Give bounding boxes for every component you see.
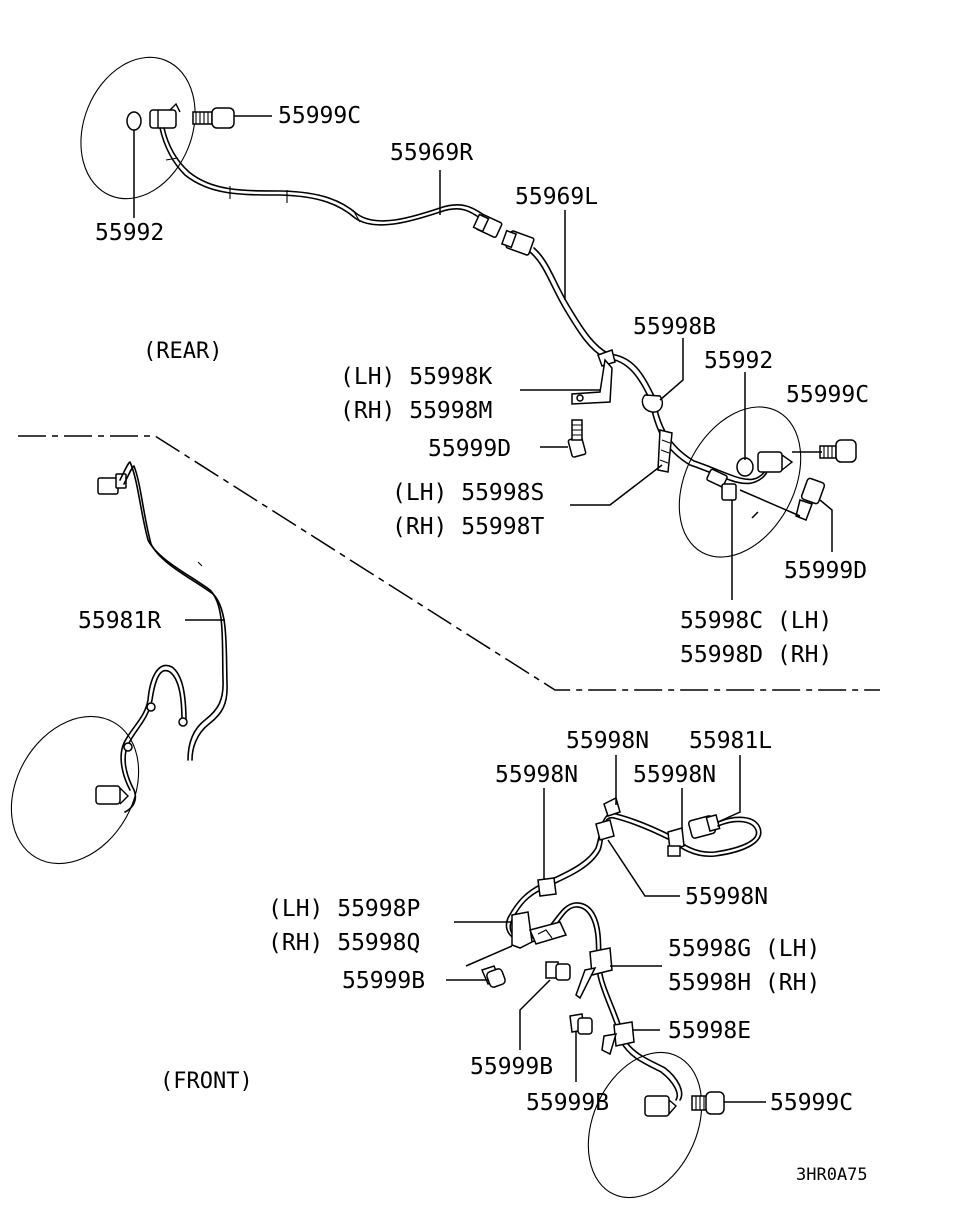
label-55999C-rear-right: 55999C	[786, 382, 869, 408]
bracket-55998P	[511, 911, 568, 949]
rear-right-oring	[736, 457, 754, 477]
label-55998B: 55998B	[633, 314, 716, 340]
label-55998M: (RH) 55998M	[340, 398, 492, 424]
label-55998N-right: 55998N	[633, 762, 716, 788]
bolt-55999B-mid	[545, 961, 571, 981]
label-55981R: 55981R	[78, 608, 161, 634]
clip-55998B	[641, 394, 664, 413]
clip-55998N-mid	[595, 819, 615, 841]
label-55998D: 55998D (RH)	[680, 642, 832, 668]
label-55998P: (LH) 55998P	[268, 896, 420, 922]
clip-55998N-top	[603, 796, 621, 817]
label-55992-rear-left: 55992	[95, 220, 164, 246]
bolt-55999D-left	[567, 419, 587, 458]
label-55999C-front-right: 55999C	[770, 1090, 853, 1116]
label-55969R: 55969R	[390, 140, 473, 166]
bracket-55998S	[657, 429, 673, 473]
bolt-55999B-left	[480, 965, 506, 988]
rear-right-bolt-55999C	[819, 439, 857, 463]
front-right-speed-sensor	[644, 1095, 677, 1117]
section-label-front: (FRONT)	[160, 1069, 253, 1094]
label-55999B-left: 55999B	[342, 968, 425, 994]
clip-near-bracket	[597, 349, 616, 367]
bracket-55998K	[571, 358, 613, 405]
harness-55981R	[119, 461, 224, 761]
label-55999C-rear-left: 55999C	[278, 103, 361, 129]
label-55998N-top: 55998N	[566, 728, 649, 754]
label-55998C: 55998C (LH)	[680, 608, 832, 634]
label-55998E: 55998E	[668, 1018, 751, 1044]
front-right-bolt-55999C	[691, 1091, 725, 1115]
rear-left-bolt	[192, 107, 235, 129]
rear-right-speed-sensor	[757, 451, 794, 473]
label-55998N-lower: 55998N	[685, 884, 768, 910]
front-right-assembly	[480, 796, 762, 1199]
rear-left-speed-sensor	[149, 102, 181, 129]
rear-right-hub-outline	[678, 406, 802, 558]
rear-right-assembly	[500, 229, 857, 558]
harness-55969L-connector	[500, 229, 535, 256]
diagram-code: 3HR0A75	[796, 1165, 868, 1185]
harness-55981L-connector	[688, 814, 721, 839]
label-55998H: 55998H (RH)	[668, 970, 820, 996]
leader-lines	[133, 115, 833, 1103]
rear-left-oring	[126, 111, 142, 131]
rear-right-bolt-55999D	[795, 477, 826, 521]
section-label-rear: (REAR)	[143, 339, 222, 364]
bracket-55998E	[601, 1021, 635, 1056]
front-right-hub-outline	[587, 1051, 703, 1199]
rear-left-assembly	[80, 56, 503, 238]
label-55999B-lower: 55999B	[526, 1090, 609, 1116]
label-55998G: 55998G (LH)	[668, 936, 820, 962]
label-55999B-mid: 55999B	[470, 1054, 553, 1080]
clip-55998N-left	[537, 877, 557, 897]
rear-left-hub-outline	[80, 56, 196, 200]
label-55999D-rear-right: 55999D	[784, 558, 867, 584]
section-divider	[18, 435, 880, 691]
label-55998T: (RH) 55998T	[392, 514, 544, 540]
harness-55969R-connector	[472, 213, 503, 238]
label-55969L: 55969L	[515, 184, 598, 210]
label-55998S: (LH) 55998S	[392, 480, 544, 506]
label-55981L: 55981L	[689, 728, 772, 754]
bracket-55998G	[575, 947, 613, 1000]
bolt-55999B-lower	[569, 1013, 593, 1035]
label-55998N-left: 55998N	[495, 762, 578, 788]
clip-55998N-right	[667, 827, 685, 857]
label-55999D-rear-left: 55999D	[428, 436, 511, 462]
harness-55981R-connector	[97, 473, 127, 495]
front-left-hub-outline	[10, 715, 140, 865]
front-left-speed-sensor	[95, 785, 129, 805]
front-left-assembly	[10, 461, 228, 865]
label-55992-rear-right: 55992	[704, 348, 773, 374]
label-55998K: (LH) 55998K	[340, 364, 492, 390]
clip-55998C	[706, 468, 737, 501]
label-55998Q: (RH) 55998Q	[268, 930, 420, 956]
